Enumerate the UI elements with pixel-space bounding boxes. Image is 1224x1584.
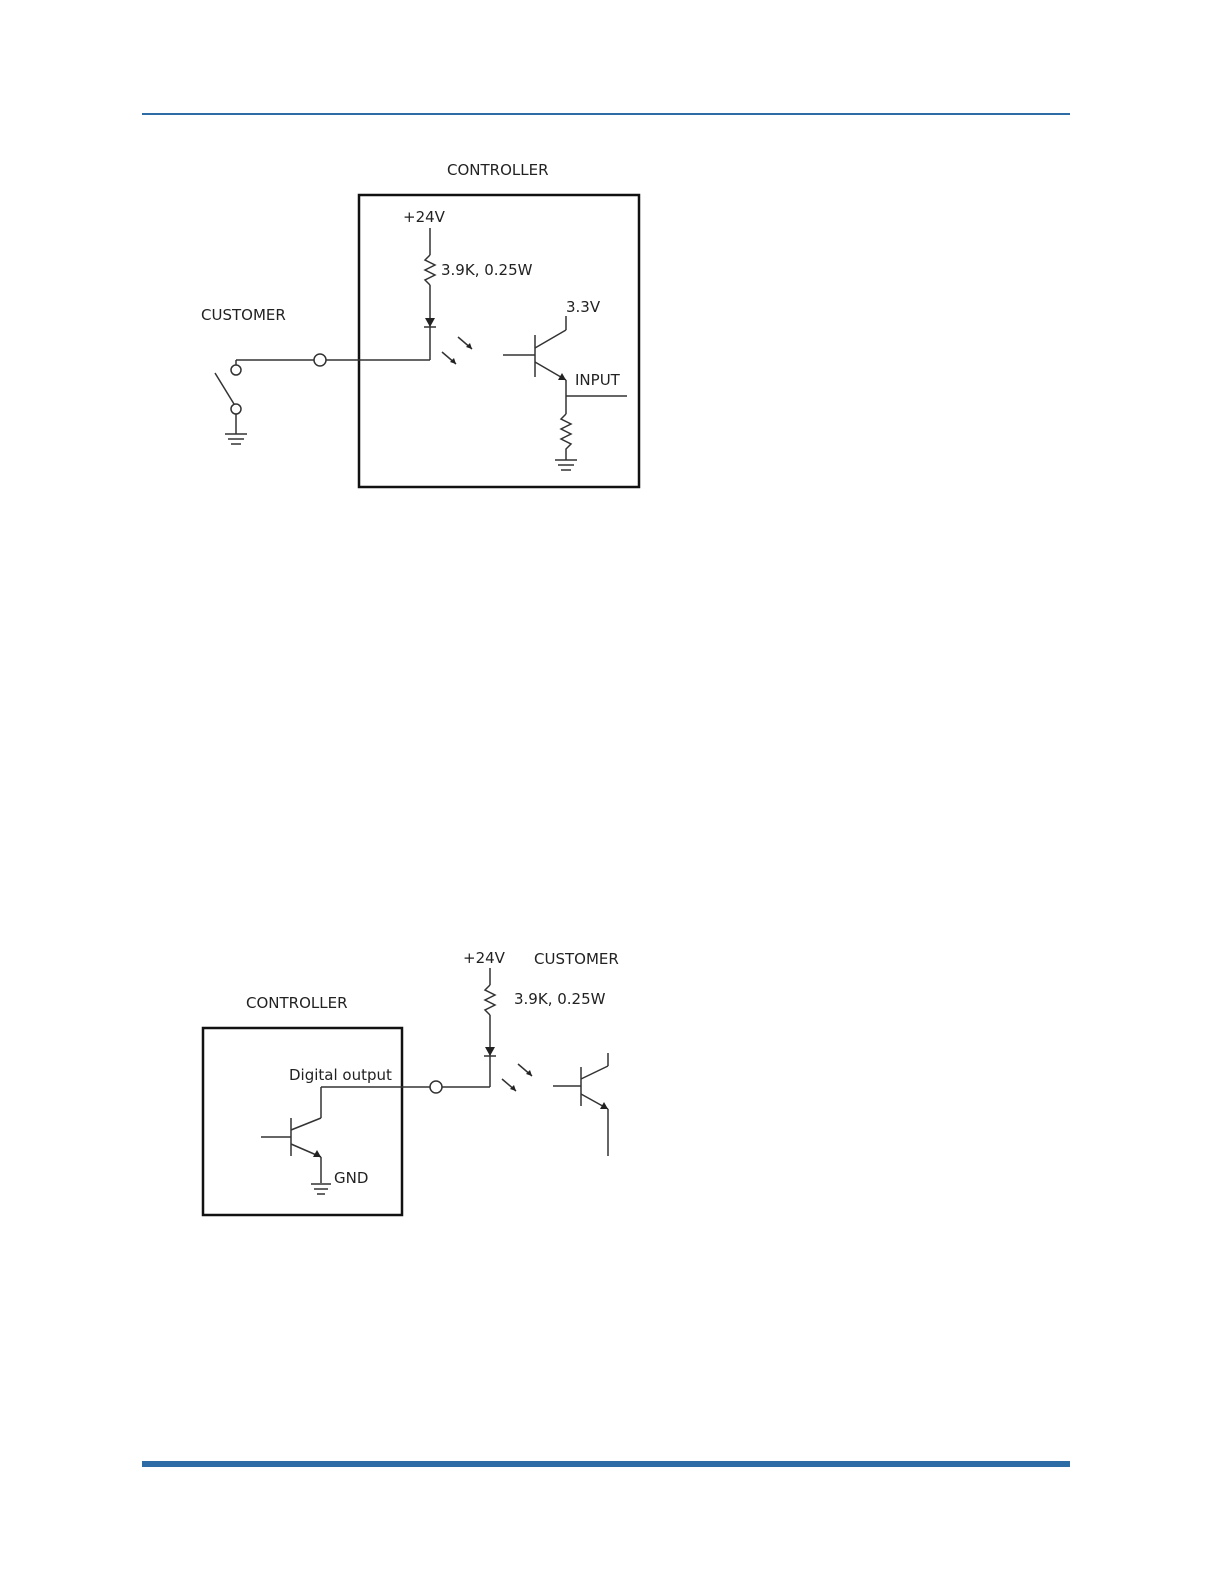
input-ground-icon — [555, 460, 577, 470]
output-controller-label: CONTROLLER — [246, 994, 348, 1012]
input-resistor-label: 3.9K, 0.25W — [441, 261, 533, 279]
input-resistor-icon — [425, 255, 435, 285]
input-pulldown-resistor-icon — [561, 414, 571, 460]
output-terminal-icon — [430, 1081, 442, 1093]
footer-rule — [142, 1461, 1070, 1467]
output-optocoupler-light-icon — [502, 1064, 532, 1091]
output-digital-output-label: Digital output — [289, 1066, 392, 1084]
input-signal-label: INPUT — [575, 371, 621, 389]
input-customer-label: CUSTOMER — [201, 306, 286, 324]
input-terminal-icon — [314, 354, 326, 366]
input-led-icon — [425, 318, 435, 327]
digital-output-schematic: +24V CUSTOMER 3.9K, 0.25W CONTROLLER Dig… — [0, 940, 1224, 1240]
output-phototransistor-icon — [553, 1053, 608, 1156]
input-phototransistor-icon — [503, 316, 566, 414]
output-resistor-label: 3.9K, 0.25W — [514, 990, 606, 1008]
output-resistor-icon — [485, 985, 495, 1015]
customer-switch-icon — [215, 365, 241, 434]
output-transistor-icon — [261, 1087, 321, 1183]
input-controller-label: CONTROLLER — [447, 161, 549, 179]
output-ground-label: GND — [334, 1169, 368, 1187]
input-logic-supply-label: 3.3V — [566, 298, 601, 316]
output-customer-label: CUSTOMER — [534, 950, 619, 968]
input-supply-label: +24V — [403, 208, 446, 226]
input-optocoupler-light-icon — [442, 337, 472, 364]
output-ground-icon — [311, 1184, 331, 1194]
header-rule — [142, 113, 1070, 115]
customer-ground-icon — [225, 434, 247, 444]
output-led-icon — [485, 1047, 495, 1056]
digital-input-schematic: CONTROLLER +24V 3.9K, 0.25W CUSTOMER 3.3… — [0, 150, 1224, 500]
output-supply-label: +24V — [463, 949, 506, 967]
output-controller-box — [203, 1028, 402, 1215]
input-controller-box — [359, 195, 639, 487]
